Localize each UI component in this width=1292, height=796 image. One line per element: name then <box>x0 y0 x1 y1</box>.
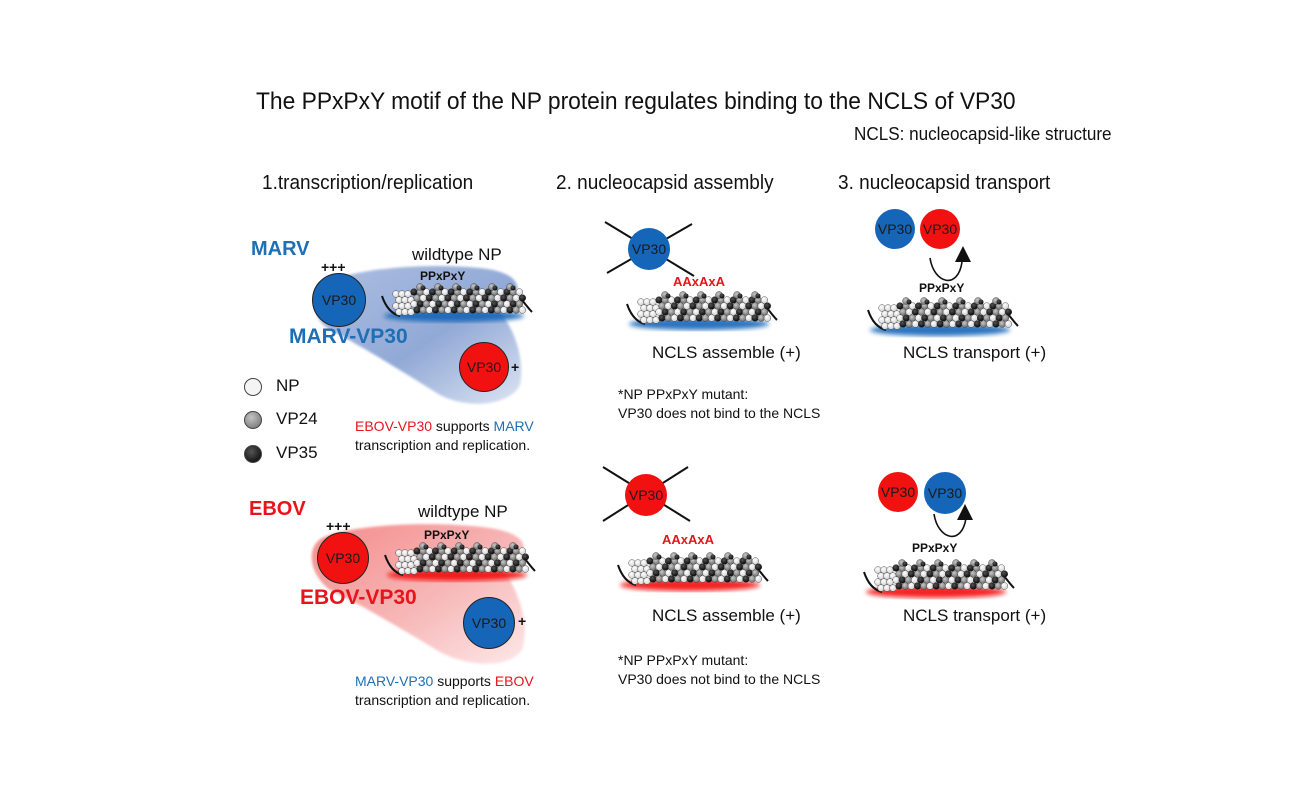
assembly-result-2: NCLS assemble (+) <box>652 606 801 625</box>
transport-ebov-vp30-1: VP30 <box>920 209 960 249</box>
transport-motif-label-2: PPxPxY <box>912 541 958 555</box>
marv-secondary-level: + <box>511 359 520 375</box>
vp30-label: VP30 <box>631 241 667 257</box>
nucleocapsid-marv <box>381 283 533 322</box>
vp30-label: VP30 <box>471 615 507 631</box>
figure-title: The PPxPxY motif of the NP protein regul… <box>256 88 1016 115</box>
transport-arrow-2 <box>933 513 967 538</box>
transport-ebov-vp30-2: VP30 <box>878 472 918 512</box>
blocked-ebov-vp30: VP30 <box>625 474 667 516</box>
marv-np-label: wildtype NP <box>412 245 502 264</box>
transport-result-1: NCLS transport (+) <box>903 343 1047 362</box>
note-marv: MARV <box>493 418 534 434</box>
assembly-note-1: *NP PPxPxY mutant: VP30 does not bind to… <box>618 385 820 423</box>
ebov-support-note: MARV-VP30 supports EBOV transcription an… <box>355 672 534 710</box>
transport-motif-label-1: PPxPxY <box>919 281 965 295</box>
ebov-label: EBOV <box>249 498 306 520</box>
note-ebov-vp30: EBOV-VP30 <box>355 418 433 434</box>
nucleocapsid-assembly-2 <box>617 552 769 591</box>
legend-vp35: VP35 <box>276 443 318 462</box>
marv-primary-level: +++ <box>321 259 346 275</box>
nucleocapsid-ebov <box>384 542 536 581</box>
note-marv-vp30: MARV-VP30 <box>355 673 434 689</box>
blocked-marv-vp30: VP30 <box>628 228 670 270</box>
transport-marv-vp30-2: VP30 <box>924 472 966 514</box>
nucleocapsid-transport-1 <box>867 297 1019 336</box>
note-supports: supports <box>432 418 494 434</box>
marv-vp30-primary: VP30 <box>312 273 366 327</box>
arrowhead-icon-1 <box>955 246 971 262</box>
note-line2: VP30 does not bind to the NCLS <box>618 671 821 687</box>
vp30-label: VP30 <box>321 292 357 308</box>
ebov-vp30-primary: VP30 <box>317 532 369 584</box>
arrowhead-icon-2 <box>957 504 973 520</box>
transport-arrow-1 <box>929 257 963 282</box>
ebov-complex-label: EBOV-VP30 <box>300 586 417 609</box>
note-ebov: EBOV <box>494 673 534 689</box>
note-line2: transcription and replication. <box>355 437 531 453</box>
marv-complex-label: MARV-VP30 <box>289 325 408 348</box>
mutant-motif-label-2: AAxAxA <box>662 532 715 547</box>
nucleocapsid-transport-2 <box>863 559 1015 598</box>
legend-vp24: VP24 <box>276 409 318 428</box>
assembly-result-1: NCLS assemble (+) <box>652 343 801 362</box>
vp30-label: VP30 <box>922 221 958 237</box>
note-line2: transcription and replication. <box>355 692 531 708</box>
marv-support-note: EBOV-VP30 supports MARV transcription an… <box>355 417 534 455</box>
vp30-label: VP30 <box>628 487 664 503</box>
note-line1: *NP PPxPxY mutant: <box>618 386 749 402</box>
figure-subtitle: NCLS: nucleocapsid-like structure <box>854 124 1112 144</box>
ebov-vp30-secondary: VP30 <box>459 342 509 392</box>
marv-label: MARV <box>251 238 310 260</box>
vp30-label: VP30 <box>877 221 913 237</box>
section-header-transport: 3. nucleocapsid transport <box>838 172 1051 194</box>
vp30-label: VP30 <box>325 550 361 566</box>
vp30-label: VP30 <box>466 359 502 375</box>
note-line2: VP30 does not bind to the NCLS <box>618 405 821 421</box>
np-legend-icon <box>244 378 262 396</box>
note-line1: *NP PPxPxY mutant: <box>618 652 749 668</box>
vp35-legend-icon <box>244 445 262 463</box>
vp24-legend-icon <box>244 411 262 429</box>
ebov-np-label: wildtype NP <box>418 502 508 521</box>
section-header-assembly: 2. nucleocapsid assembly <box>556 172 774 194</box>
ebov-primary-level: +++ <box>326 518 351 534</box>
transport-result-2: NCLS transport (+) <box>903 606 1047 625</box>
transport-marv-vp30-1: VP30 <box>875 209 915 249</box>
marv-motif-label: PPxPxY <box>420 269 466 283</box>
assembly-note-2: *NP PPxPxY mutant: VP30 does not bind to… <box>618 651 820 689</box>
vp30-label: VP30 <box>880 484 916 500</box>
ebov-motif-label: PPxPxY <box>424 528 470 542</box>
mutant-motif-label-1: AAxAxA <box>673 274 726 289</box>
section-header-transcription: 1.transcription/replication <box>262 172 474 194</box>
marv-vp30-secondary: VP30 <box>463 597 515 649</box>
nucleocapsid-assembly-1 <box>626 291 778 330</box>
legend-np: NP <box>276 376 300 395</box>
note-supports: supports <box>433 673 495 689</box>
ebov-secondary-level: + <box>518 613 527 629</box>
vp30-label: VP30 <box>927 485 963 501</box>
